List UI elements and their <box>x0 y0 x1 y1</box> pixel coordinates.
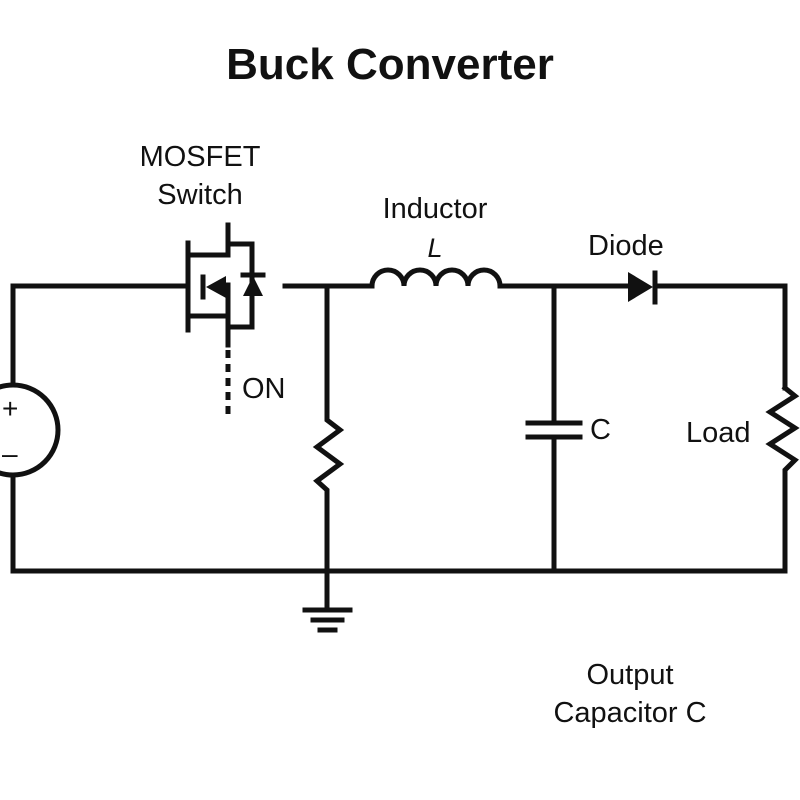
diode-label: Diode <box>588 230 664 262</box>
load-label: Load <box>686 417 751 449</box>
capacitor-symbol: C <box>590 414 611 446</box>
wire-top-far <box>652 283 788 391</box>
diode-triangle <box>628 272 653 302</box>
inductor-symbol: L <box>427 233 443 263</box>
mosfet-label: MOSFET Switch <box>130 138 270 214</box>
wire-left <box>10 283 191 385</box>
inductor-label: Inductor <box>382 193 488 225</box>
load-resistor <box>765 384 800 574</box>
output-label-line1: Output <box>586 659 674 691</box>
mosfet-label-line2: Switch <box>157 179 243 211</box>
wire-left-lower <box>10 475 788 574</box>
source-plus-sign: + <box>2 393 19 424</box>
mosfet-body-diode-arrow <box>206 276 226 298</box>
ground-icon <box>302 607 353 633</box>
source-minus-sign: – <box>2 438 18 469</box>
resistor <box>312 283 345 613</box>
page-title: Buck Converter <box>226 40 554 89</box>
output-capacitor-label: Output Capacitor C <box>520 656 740 732</box>
mosfet-label-line1: MOSFET <box>139 141 261 173</box>
mosfet-diode-arrow <box>243 276 263 296</box>
voltage-source <box>0 382 61 478</box>
gate-signal-label: ON <box>242 373 286 405</box>
inductor <box>369 267 503 289</box>
output-label-line2: Capacitor C <box>553 697 707 729</box>
